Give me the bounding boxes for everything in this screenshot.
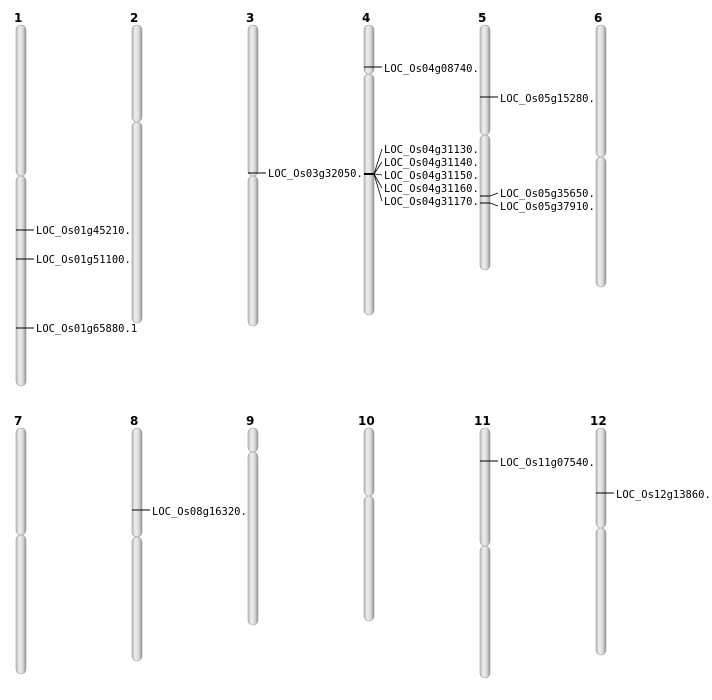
chromosome-arm	[595, 24, 607, 158]
chromosome-arm	[247, 24, 259, 177]
chromosome-6: 6	[594, 11, 607, 288]
chromosome-arm	[131, 536, 143, 662]
chromosome-arm	[15, 175, 27, 387]
gene-leader	[373, 148, 383, 175]
chromosome-arm	[479, 545, 491, 679]
gene-leader	[489, 192, 499, 197]
chromosome-label: 4	[362, 11, 370, 25]
chromosome-arm	[15, 24, 27, 177]
chromosome-label: 6	[594, 11, 602, 25]
gene-label: LOC_Os04g31130.1	[384, 144, 485, 156]
chromosome-12: 12 LOC_Os12g13860.1	[590, 414, 712, 656]
chromosome-label: 9	[246, 414, 254, 428]
gene-label: LOC_Os04g31140.1	[384, 157, 485, 169]
chromosome-8: 8 LOC_Os08g16320.1	[130, 414, 253, 662]
gene-label: LOC_Os01g65880.1	[36, 323, 137, 335]
chromosome-label: 5	[478, 11, 486, 25]
chromosome-label: 8	[130, 414, 138, 428]
gene-leader	[373, 161, 383, 175]
chromosome-label: 7	[14, 414, 22, 428]
chromosome-5: 5 LOC_Os05g15280.1 LOC_Os05g35650.1 LOC_…	[478, 11, 601, 271]
chromosome-arm	[479, 24, 491, 136]
gene-label: LOC_Os04g31150.1	[384, 170, 485, 182]
chromosome-label: 12	[590, 414, 607, 428]
gene-label: LOC_Os11g07540.1	[500, 457, 601, 469]
gene-label: LOC_Os04g31160.1	[384, 183, 485, 195]
chromosome-2: 2	[130, 11, 143, 324]
chromosome-11: 11 LOC_Os11g07540.1	[474, 414, 601, 679]
gene-label: LOC_Os03g32050.1	[268, 168, 369, 180]
chromosome-arm	[363, 427, 375, 497]
gene-label: LOC_Os12g13860.1	[616, 489, 712, 501]
chromosome-4: 4 LOC_Os04g08740.1 LOC_Os04g31130.1 LOC_…	[362, 11, 485, 316]
chromosome-arm	[15, 534, 27, 675]
chromosome-arm	[247, 451, 259, 626]
chromosome-arm	[131, 427, 143, 538]
chromosome-arm	[363, 495, 375, 622]
chromosome-arm	[15, 427, 27, 536]
gene-leader	[489, 202, 499, 207]
gene-leader	[373, 173, 383, 189]
gene-label: LOC_Os04g31170.1	[384, 196, 485, 208]
chromosome-7: 7	[14, 414, 27, 675]
chromosome-10: 10	[358, 414, 375, 622]
chromosome-arm	[363, 73, 375, 316]
chromosome-arm	[247, 427, 259, 453]
gene-label: LOC_Os08g16320.1	[152, 506, 253, 518]
chromosome-label: 1	[14, 11, 22, 25]
gene-label: LOC_Os01g51100.1	[36, 254, 137, 266]
gene-label: LOC_Os05g37910.1	[500, 201, 601, 213]
gene-leader	[373, 173, 383, 202]
gene-label: LOC_Os01g45210.1	[36, 225, 137, 237]
chromosome-arm	[131, 121, 143, 324]
chromosome-label: 11	[474, 414, 491, 428]
chromosome-9: 9	[246, 414, 259, 626]
chromosome-arm	[595, 527, 607, 656]
chromosome-arm	[131, 24, 143, 123]
gene-label: LOC_Os05g35650.1	[500, 188, 601, 200]
gene-label: LOC_Os04g08740.1	[384, 63, 485, 75]
chromosome-label: 10	[358, 414, 375, 428]
chromosome-label: 3	[246, 11, 254, 25]
gene-leader	[373, 173, 383, 176]
chromosome-arm	[595, 427, 607, 529]
gene-label: LOC_Os05g15280.1	[500, 93, 601, 105]
chromosome-1: 1 LOC_Os01g45210.1 LOC_Os01g51100.1 LOC_…	[14, 11, 137, 387]
chromosome-label: 2	[130, 11, 138, 25]
chromosome-arm	[247, 175, 259, 327]
chromosome-arm	[595, 156, 607, 288]
chromosome-3: 3 LOC_Os03g32050.1	[246, 11, 369, 327]
chromosome-arm	[479, 427, 491, 547]
